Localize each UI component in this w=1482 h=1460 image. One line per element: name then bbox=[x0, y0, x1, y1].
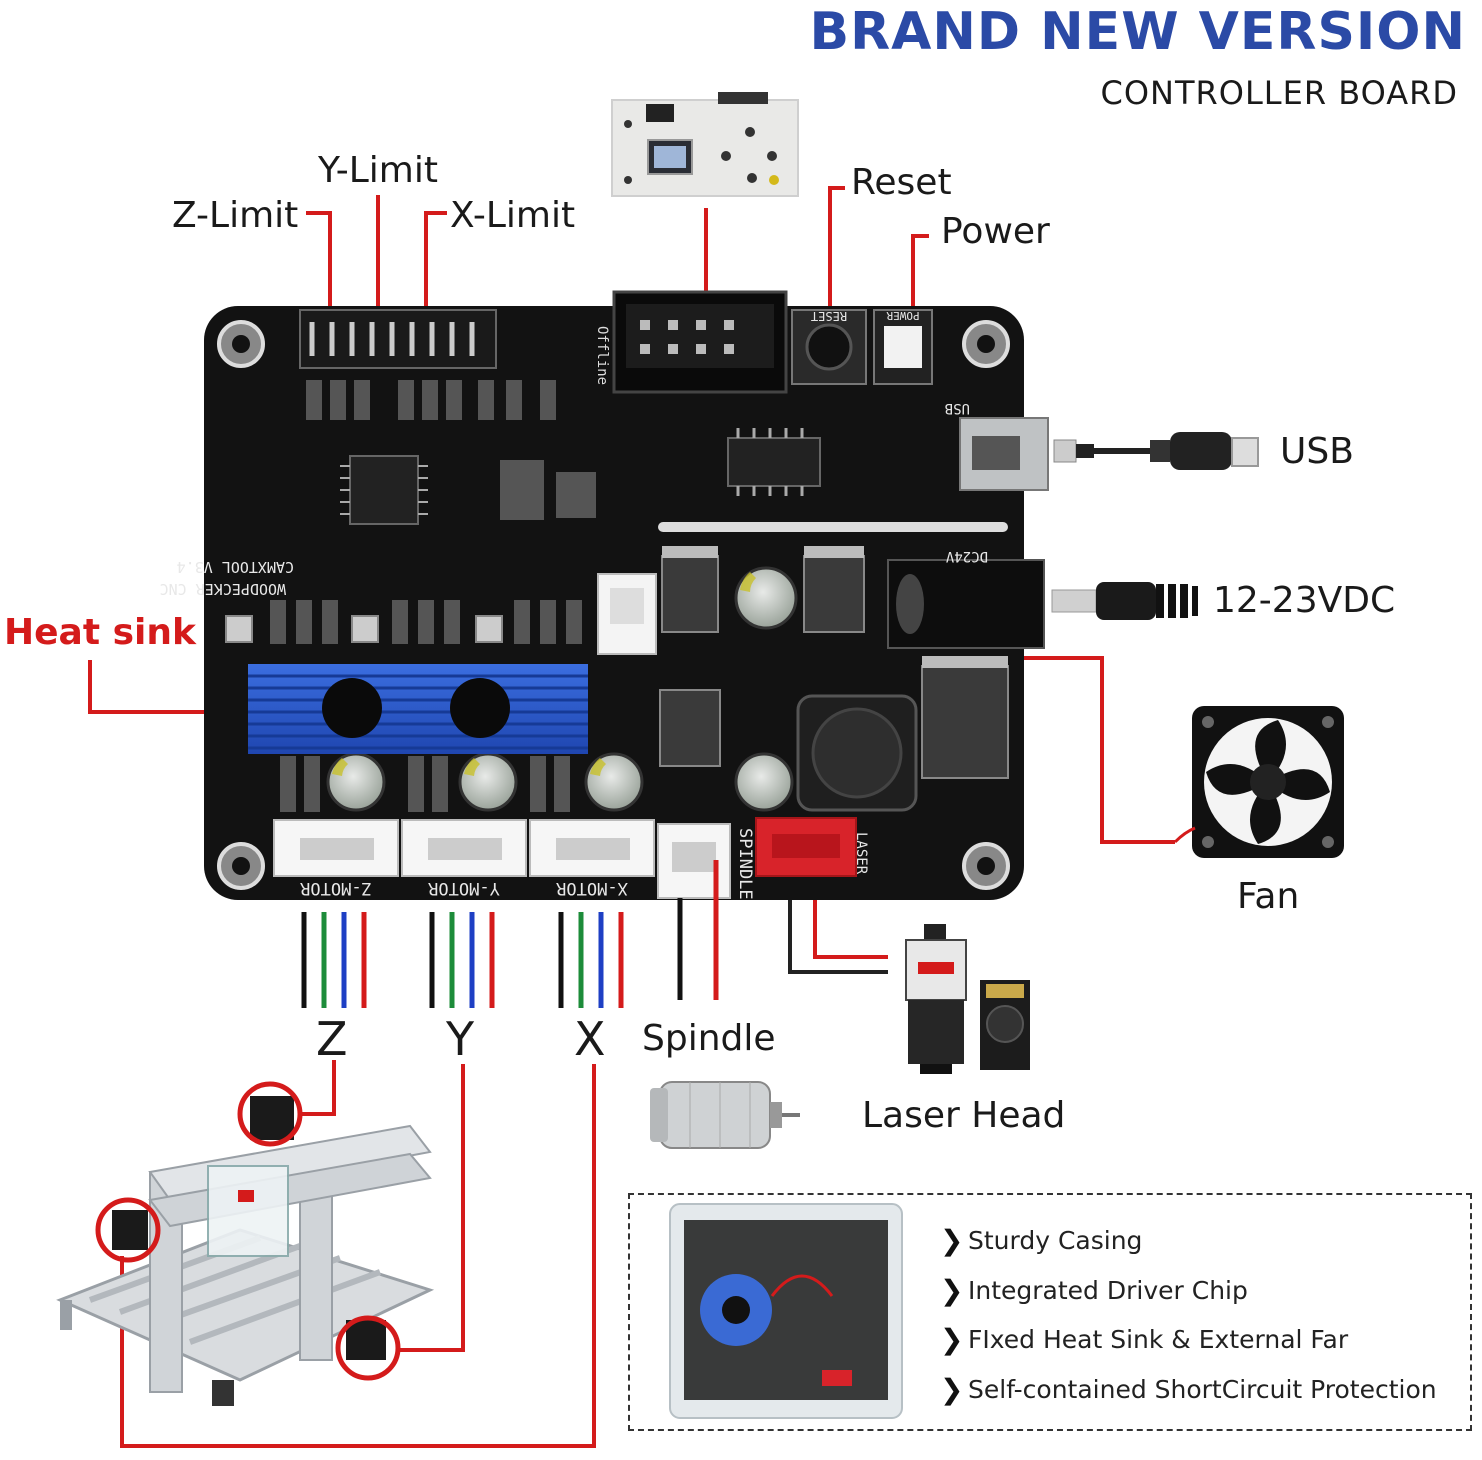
chevron-right-icon: ❯ bbox=[940, 1224, 964, 1257]
usb-cable bbox=[1053, 432, 1259, 470]
header-subtitle: CONTROLLER BOARD bbox=[1100, 74, 1458, 112]
laser-head bbox=[905, 924, 1030, 1074]
feature-item: ❯Sturdy Casing bbox=[940, 1224, 1142, 1257]
silk-reset: RESET bbox=[811, 309, 847, 323]
label-dc-input: 12-23VDC bbox=[1213, 580, 1396, 621]
silk-x-motor: X-MOTOR bbox=[555, 878, 627, 898]
silk-spindle: SPINDLE bbox=[735, 828, 755, 900]
label-usb: USB bbox=[1280, 431, 1354, 472]
label-spindle: Spindle bbox=[642, 1018, 776, 1059]
enclosure-photo bbox=[669, 1203, 903, 1419]
silk-laser: LASER bbox=[853, 832, 869, 875]
silk-usb: USB bbox=[945, 400, 970, 416]
label-heat-sink: Heat sink bbox=[4, 612, 196, 653]
silk-z-motor: Z-MOTOR bbox=[299, 878, 371, 898]
offline-controller-module bbox=[611, 92, 799, 197]
silk-brand: WOODPECKER CNC bbox=[160, 580, 286, 598]
pcb-board: Offline bbox=[160, 290, 1049, 900]
label-laser-head: Laser Head bbox=[862, 1095, 1066, 1136]
feature-item: ❯Self-contained ShortCircuit Protection bbox=[940, 1373, 1437, 1406]
heat-sink bbox=[248, 664, 588, 754]
silk-power: POWER bbox=[886, 309, 919, 322]
motor-wires bbox=[301, 860, 719, 1008]
feature-text: Sturdy Casing bbox=[968, 1226, 1143, 1255]
label-axis-x: X bbox=[574, 1012, 606, 1066]
chevron-right-icon: ❯ bbox=[940, 1373, 964, 1406]
dc-plug bbox=[1051, 582, 1198, 620]
silk-offline: Offline bbox=[594, 326, 610, 385]
fan bbox=[1173, 706, 1344, 858]
cnc-machine bbox=[56, 1096, 435, 1406]
chevron-right-icon: ❯ bbox=[940, 1323, 964, 1356]
label-axis-y: Y bbox=[446, 1012, 475, 1066]
header-title: BRAND NEW VERSION bbox=[809, 2, 1466, 62]
silk-y-motor: Y-MOTOR bbox=[427, 878, 499, 898]
label-y-limit: Y-Limit bbox=[318, 150, 438, 191]
feature-item: ❯Integrated Driver Chip bbox=[940, 1274, 1248, 1307]
feature-text: FIxed Heat Sink & External Far bbox=[968, 1325, 1349, 1354]
feature-item: ❯FIxed Heat Sink & External Far bbox=[940, 1323, 1348, 1356]
label-axis-z: Z bbox=[316, 1012, 348, 1066]
label-z-limit: Z-Limit bbox=[172, 195, 299, 236]
silk-model: CAMXTOOL V3.4 bbox=[177, 558, 294, 576]
feature-text: Self-contained ShortCircuit Protection bbox=[968, 1375, 1437, 1404]
chevron-right-icon: ❯ bbox=[940, 1274, 964, 1307]
label-reset: Reset bbox=[851, 162, 952, 203]
silk-dc: DC24V bbox=[945, 548, 988, 564]
label-x-limit: X-Limit bbox=[450, 195, 576, 236]
feature-text: Integrated Driver Chip bbox=[968, 1276, 1248, 1305]
label-power: Power bbox=[941, 211, 1050, 252]
features-box bbox=[628, 1193, 1472, 1431]
label-fan: Fan bbox=[1237, 876, 1300, 917]
spindle-motor bbox=[650, 1081, 800, 1149]
